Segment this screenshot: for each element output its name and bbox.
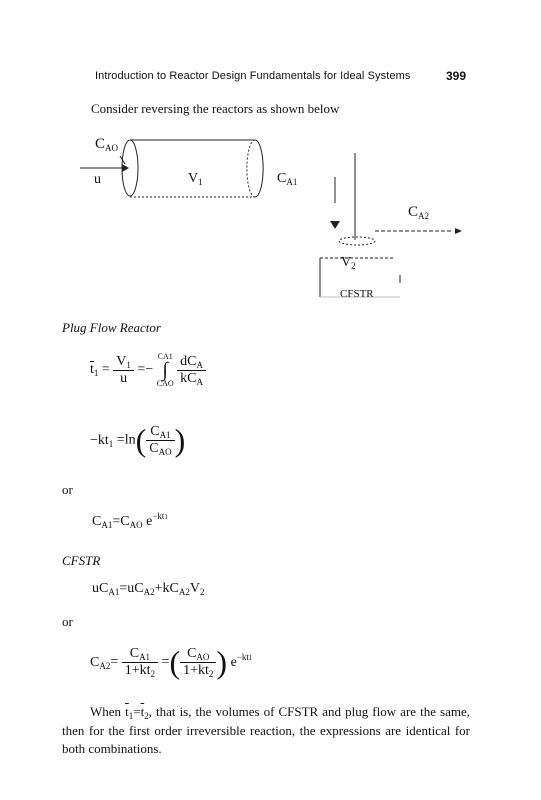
cstr-impeller-top xyxy=(338,236,376,246)
pfr-inlet-tick xyxy=(119,155,126,165)
pfr-outlet-conc-label: CA1 xyxy=(277,171,298,187)
equation-cstr-balance: uCA1=uCA2+kCA2V2 xyxy=(92,581,205,597)
pfr-inlet-conc-label: CAO xyxy=(95,136,119,153)
cstr-caption: CFSTR xyxy=(340,288,374,300)
cstr-feed-arrowhead xyxy=(330,221,340,229)
pfr-outlet-end-front xyxy=(254,139,264,198)
running-title: Introduction to Reactor Design Fundament… xyxy=(95,70,411,82)
pfr-velocity-label: u xyxy=(94,172,101,187)
or-label-2: or xyxy=(62,614,73,629)
plug-flow-heading: Plug Flow Reactor xyxy=(62,320,161,335)
closing-paragraph: When t1=t2, that is, the volumes of CFST… xyxy=(62,704,471,756)
page-number: 399 xyxy=(446,69,467,83)
cfstr-heading: CFSTR xyxy=(62,553,101,568)
pfr-outlet-end-back xyxy=(246,139,256,198)
reactor-diagram xyxy=(80,139,462,298)
pfr-volume-label: V1 xyxy=(188,171,203,187)
cstr-volume-label: V2 xyxy=(341,255,356,271)
cstr-outlet-arrowhead xyxy=(455,228,462,234)
equation-exponential-pfr: CA1=CAO e−kt1 xyxy=(92,511,168,530)
intro-text: Consider reversing the reactors as shown… xyxy=(91,101,340,116)
cstr-outlet-conc-label: CA2 xyxy=(408,204,430,221)
pfr-inlet-arrowhead xyxy=(122,164,129,172)
or-label-1: or xyxy=(62,482,73,497)
